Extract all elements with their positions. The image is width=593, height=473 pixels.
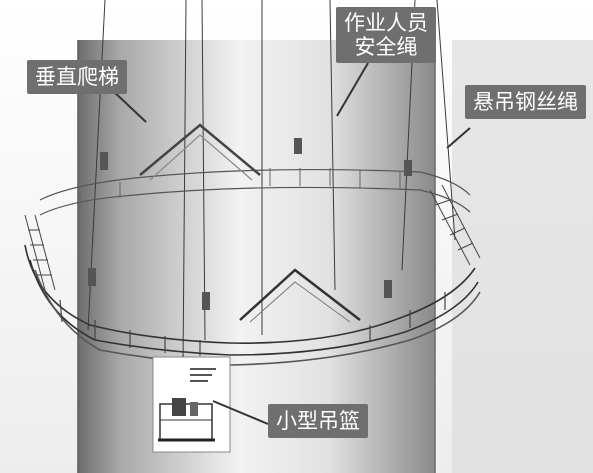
equipment: [202, 292, 210, 310]
back-ladder-zigzag: [139, 123, 261, 176]
stair-steps: [434, 199, 474, 251]
label-vertical-ladder-text: 垂直爬梯: [35, 65, 119, 89]
equipment: [404, 160, 412, 176]
back-rail-bottom: [39, 186, 471, 216]
label-suspension-wire-rope-text: 悬吊钢丝绳: [473, 90, 578, 114]
back-ladder-inner: [149, 134, 253, 181]
panel-line: [190, 374, 212, 376]
leader-basket: [212, 400, 269, 425]
label-small-basket-text: 小型吊篮: [276, 409, 360, 433]
front-ladder-zigzag: [239, 268, 361, 321]
small-basket: [152, 355, 231, 453]
equipment: [88, 268, 96, 286]
basket-hoist: [172, 398, 186, 416]
label-safety-rope-line1: 作业人员: [344, 11, 428, 35]
label-safety-rope-line2: 安全绳: [354, 35, 418, 59]
label-suspension-wire-rope: 悬吊钢丝绳: [465, 85, 586, 119]
leader-lines: [111, 62, 471, 425]
rope: [182, 0, 187, 366]
panel-line: [190, 368, 216, 370]
label-worker-safety-rope: 作业人员 安全绳: [336, 7, 436, 63]
platform-equipment: [88, 138, 412, 310]
back-platform: [39, 123, 471, 216]
right-stair: [429, 184, 481, 266]
equipment: [100, 152, 108, 170]
basket-panel-text: [190, 368, 216, 382]
leader-wire-rope: [446, 127, 471, 149]
tower-shaft: [78, 40, 435, 473]
equipment: [294, 138, 302, 154]
post: [59, 299, 63, 323]
leader-ladder: [111, 89, 147, 123]
left-stair: [24, 214, 56, 291]
front-rail-top: [24, 244, 476, 344]
back-rail-top: [39, 168, 471, 201]
rope: [201, 0, 206, 341]
suspension-ropes: [87, 0, 456, 366]
stair-rail: [429, 184, 481, 266]
stair-rail: [24, 214, 56, 291]
basket-worker: [190, 402, 198, 416]
rope: [329, 0, 336, 291]
label-vertical-ladder: 垂直爬梯: [27, 60, 127, 94]
equipment: [384, 280, 392, 298]
stair-steps: [28, 229, 52, 276]
label-small-basket: 小型吊篮: [268, 404, 368, 438]
front-rail-bottom: [29, 259, 479, 356]
front-ladder-inner: [249, 281, 351, 323]
front-railing-posts: [59, 292, 446, 356]
panel-line: [190, 380, 208, 382]
leader-safety-rope: [336, 62, 369, 117]
back-railing-posts: [79, 168, 401, 208]
